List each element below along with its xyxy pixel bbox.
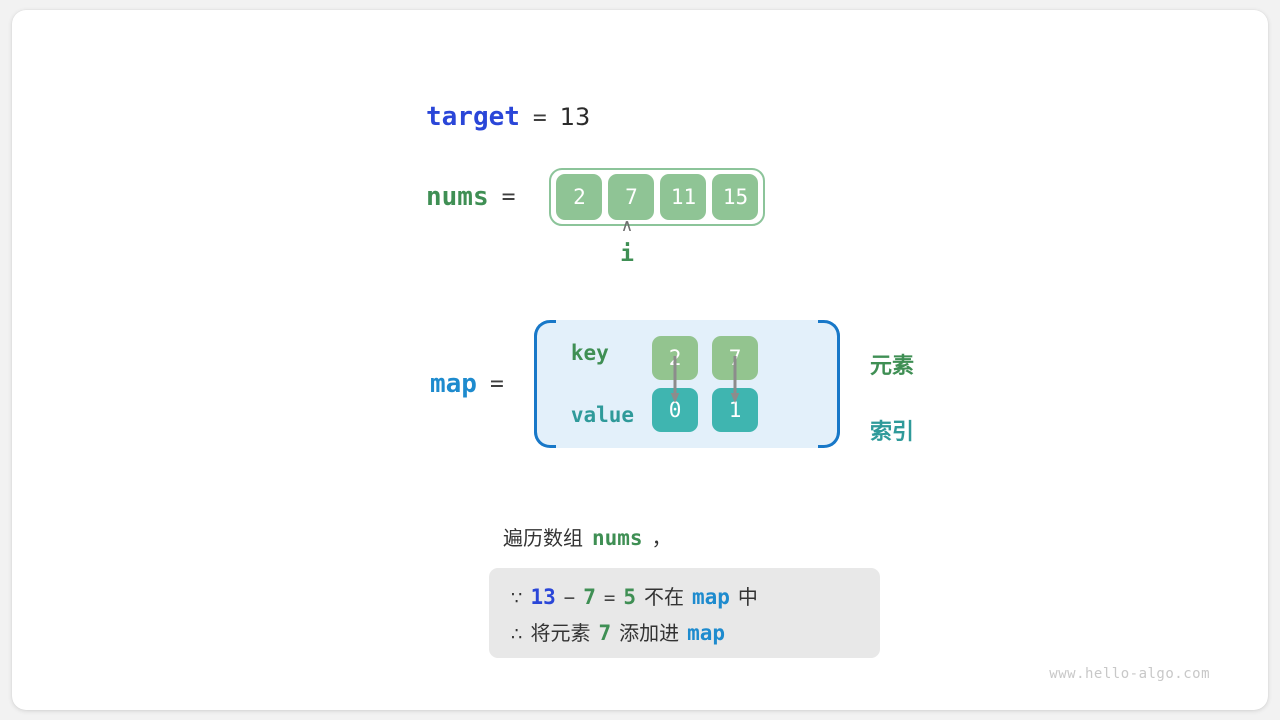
map-row: map = key value 2 0 <box>430 320 840 448</box>
equals-operator: = <box>603 586 616 609</box>
pointer-label: i <box>620 241 634 267</box>
map-key-row-annotation: 元素 <box>870 354 915 379</box>
array-cell: 15 <box>712 174 759 220</box>
map-key-cell: 2 <box>652 336 699 380</box>
detail-map-ref: map <box>691 584 730 609</box>
minus-operator: − <box>563 586 576 609</box>
nums-row: nums = 2 7 11 15 <box>426 168 766 226</box>
map-value-cell: 0 <box>652 388 699 432</box>
detail-target-value: 13 <box>530 584 556 609</box>
detail-complement-value: 5 <box>623 584 636 609</box>
array-cell: 2 <box>556 174 603 220</box>
nums-variable-label: nums <box>426 182 489 212</box>
because-symbol-icon: ∵ <box>511 587 523 609</box>
nums-array-container: 2 7 11 15 <box>549 168 766 226</box>
target-value: 13 <box>559 103 591 131</box>
detail-in-suffix: 中 <box>737 584 758 609</box>
explanation-line-2: ∴ 将元素 7 添加进 map <box>511 617 858 646</box>
detail-current-element: 7 <box>583 584 596 609</box>
detail-add-into-text: 添加进 <box>619 620 680 645</box>
index-pointer: ∧ i <box>613 216 641 267</box>
map-row-labels: key value <box>571 331 634 437</box>
detail-added-element: 7 <box>598 620 612 645</box>
map-side-labels: 元素 索引 <box>870 342 914 452</box>
target-variable-label: target <box>426 102 520 132</box>
explanation-line-1: ∵ 13 − 7 = 5 不在 map 中 <box>511 581 858 610</box>
detail-add-element-text: 将元素 <box>530 620 591 645</box>
array-cell: 11 <box>660 174 707 220</box>
map-entry: 7 1 <box>712 336 759 432</box>
diagram-card: target = 13 nums = 2 7 11 15 ∧ i map = k… <box>12 10 1268 710</box>
map-value-row-annotation: 索引 <box>870 420 915 445</box>
map-value-row-label: value <box>570 403 635 427</box>
explanation-box: ∵ 13 − 7 = 5 不在 map 中 ∴ 将元素 7 添加进 map <box>489 568 880 658</box>
caption-line: 遍历数组 nums ， <box>503 522 672 551</box>
therefore-symbol-icon: ∴ <box>511 623 523 645</box>
caption-prefix: 遍历数组 <box>503 526 583 550</box>
map-entry: 2 0 <box>652 336 699 432</box>
target-row: target = 13 <box>426 102 590 132</box>
target-equals-sign: = <box>532 105 547 131</box>
map-key-cell: 7 <box>712 336 759 380</box>
map-grid: key value 2 0 7 1 <box>537 331 759 437</box>
array-cell: 7 <box>608 174 655 220</box>
map-entry-columns: 2 0 7 1 <box>652 336 759 432</box>
map-equals-sign: = <box>489 371 504 397</box>
caption-code-nums: nums <box>592 526 643 550</box>
detail-not-in-text: 不在 <box>643 584 684 609</box>
caption-suffix: ， <box>651 526 672 550</box>
map-container: key value 2 0 7 1 <box>533 320 840 448</box>
pointer-caret-icon: ∧ <box>620 216 634 236</box>
detail-map-ref: map <box>687 620 726 645</box>
watermark: www.hello-algo.com <box>1049 666 1210 682</box>
map-value-cell: 1 <box>712 388 759 432</box>
map-key-row-label: key <box>570 341 609 365</box>
nums-equals-sign: = <box>501 184 516 210</box>
map-variable-label: map <box>430 369 477 399</box>
